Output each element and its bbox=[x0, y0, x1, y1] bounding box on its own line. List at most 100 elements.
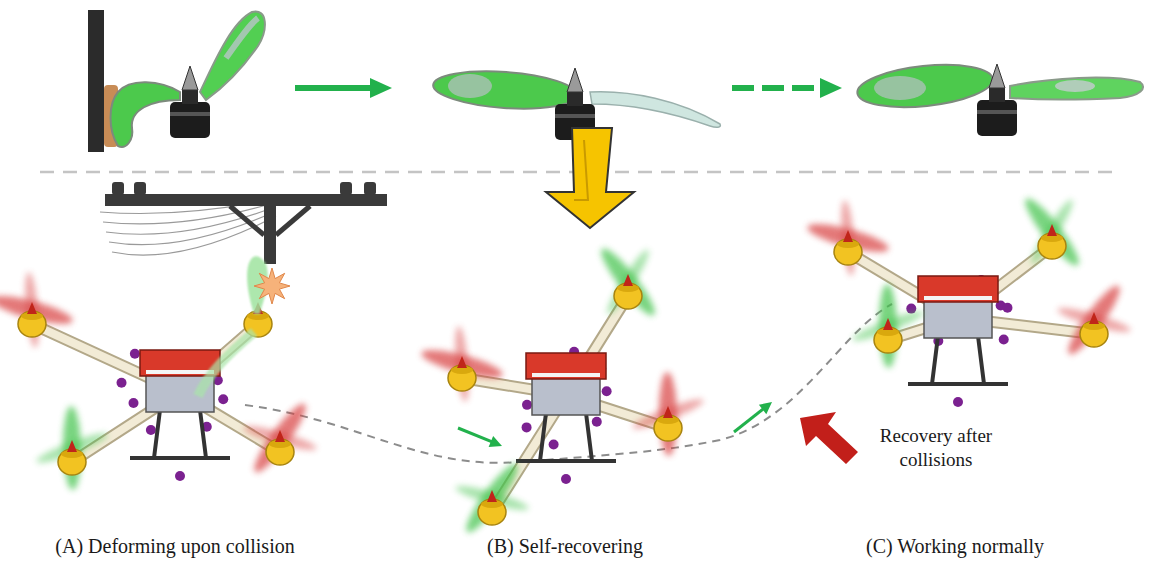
down-arrow bbox=[546, 128, 634, 228]
motor-band bbox=[170, 112, 210, 116]
brace bbox=[230, 206, 264, 235]
brace bbox=[276, 206, 310, 235]
motor bbox=[266, 439, 294, 465]
purple-marker bbox=[522, 400, 532, 410]
arrow-head bbox=[820, 78, 842, 98]
landing-leg bbox=[932, 336, 938, 384]
battery-strap bbox=[532, 373, 600, 377]
purple-marker bbox=[146, 425, 156, 435]
motor-hub bbox=[182, 90, 198, 104]
purple-marker bbox=[602, 386, 612, 396]
green-dashed-arrow bbox=[732, 78, 842, 98]
purple-marker bbox=[130, 349, 140, 359]
spinning-propeller bbox=[460, 459, 524, 538]
blade bbox=[1010, 78, 1143, 100]
pole-post bbox=[264, 206, 276, 264]
label-holder: (A) Deforming upon collision bbox=[30, 534, 320, 559]
power-pole bbox=[100, 182, 387, 264]
insulator bbox=[364, 182, 376, 195]
insulator bbox=[340, 182, 352, 195]
landing-leg bbox=[154, 410, 160, 458]
motor-hub bbox=[567, 92, 583, 106]
spinner-cone bbox=[989, 64, 1005, 88]
purple-marker bbox=[128, 398, 138, 408]
drone-body bbox=[532, 377, 600, 415]
arrow-shaft bbox=[732, 85, 824, 91]
blade-highlight bbox=[226, 18, 258, 58]
spinner-cone bbox=[567, 68, 583, 92]
motor bbox=[1080, 321, 1108, 347]
motor-body bbox=[170, 102, 210, 138]
battery-strap bbox=[146, 370, 214, 374]
obstacle-post bbox=[88, 10, 104, 152]
restored-propeller bbox=[855, 59, 1143, 136]
spinning-propeller bbox=[603, 247, 653, 318]
spinning-propeller bbox=[1062, 281, 1126, 360]
bent-blade bbox=[590, 92, 720, 128]
spinner-cone bbox=[457, 356, 467, 368]
panel-caption: (A) Deforming upon collision bbox=[30, 534, 320, 559]
spinning-propeller bbox=[248, 399, 312, 478]
motor bbox=[874, 327, 902, 353]
arrow-head bbox=[370, 78, 392, 98]
battery-box bbox=[918, 276, 998, 302]
spinner-cone bbox=[1047, 224, 1057, 236]
blade-highlight bbox=[1055, 80, 1095, 92]
blade-highlight bbox=[874, 76, 926, 100]
landing-leg bbox=[200, 410, 206, 458]
purple-marker bbox=[953, 397, 963, 407]
purple-marker bbox=[522, 422, 532, 432]
landing-leg bbox=[540, 413, 546, 461]
spinner-cone bbox=[27, 302, 37, 314]
spinning-propeller bbox=[1019, 193, 1085, 270]
arrow-head bbox=[489, 436, 502, 447]
panel-caption: (C) Working normally bbox=[840, 534, 1070, 559]
motion-arrow bbox=[734, 402, 772, 432]
motor bbox=[58, 449, 86, 475]
arrow-head bbox=[759, 402, 772, 414]
drone-recovering bbox=[419, 243, 706, 537]
panel-caption: (B) Self-recovering bbox=[465, 534, 665, 559]
insulator bbox=[134, 182, 146, 195]
motor-band bbox=[977, 110, 1017, 114]
motion-arrow bbox=[458, 428, 502, 447]
arrow-shaft bbox=[295, 85, 374, 91]
spinner-cone bbox=[663, 406, 673, 418]
blade bbox=[855, 59, 994, 113]
deformed-propeller bbox=[88, 10, 265, 152]
green-arrow bbox=[295, 78, 392, 98]
spinner-cone bbox=[883, 318, 893, 330]
landing-leg bbox=[586, 413, 592, 461]
arrow-shaft bbox=[734, 408, 764, 432]
insulator bbox=[112, 182, 124, 195]
motor bbox=[654, 415, 682, 441]
spinner-cone bbox=[67, 440, 77, 452]
motor-band bbox=[555, 114, 595, 118]
motor bbox=[1038, 233, 1066, 259]
drone-colliding bbox=[0, 256, 318, 490]
down-arrow-shade bbox=[574, 140, 588, 200]
motor bbox=[614, 283, 642, 309]
red-arrow bbox=[800, 412, 858, 464]
deforming-propeller bbox=[198, 332, 254, 396]
battery-strap bbox=[924, 296, 992, 300]
label-holder: Recovery after collisions bbox=[866, 424, 1006, 472]
label-holder: (C) Working normally bbox=[840, 534, 1070, 559]
battery-box bbox=[526, 353, 606, 379]
purple-marker bbox=[1002, 303, 1012, 313]
landing-leg bbox=[978, 336, 984, 384]
spinner-cone bbox=[1089, 312, 1099, 324]
drone-body bbox=[924, 300, 992, 338]
impact-burst bbox=[254, 268, 290, 304]
spinner-cone bbox=[182, 66, 198, 90]
purple-marker bbox=[561, 474, 571, 484]
purple-marker bbox=[549, 440, 559, 450]
motor bbox=[18, 311, 46, 337]
motor-hub bbox=[989, 88, 1005, 102]
cross-arm bbox=[105, 194, 387, 206]
bent-blade bbox=[111, 82, 181, 147]
spinner-cone bbox=[487, 490, 497, 502]
purple-marker bbox=[999, 334, 1009, 344]
